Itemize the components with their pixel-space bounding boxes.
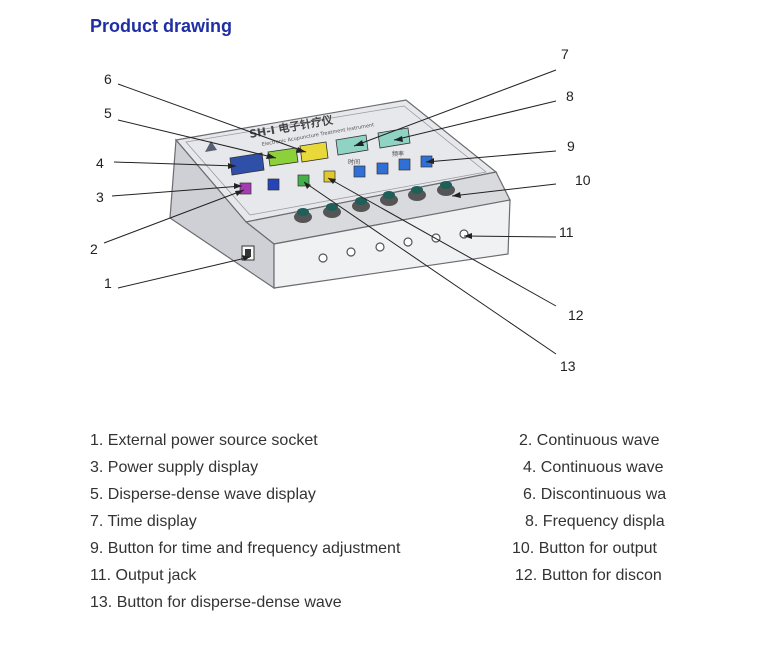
discontinuous-wave-display <box>299 141 329 163</box>
power-button[interactable] <box>239 182 252 195</box>
discontinuous-wave-button[interactable] <box>323 170 336 183</box>
time-display-label: 时间 <box>348 158 360 166</box>
output-button[interactable] <box>353 165 366 178</box>
time-display <box>335 134 369 156</box>
callout-number: 10 <box>575 172 591 188</box>
output-jack[interactable] <box>375 242 385 252</box>
leader-lines <box>103 69 557 355</box>
legend-item: 7. Time display <box>90 513 197 530</box>
page-title: Product drawing <box>90 16 233 36</box>
disperse-dense-wave-button[interactable] <box>297 174 310 187</box>
power-supply-display <box>229 152 265 176</box>
adjust-down-button[interactable] <box>398 158 411 171</box>
legend-item: 8. Frequency displa <box>525 513 665 530</box>
output-knob[interactable] <box>294 208 312 223</box>
callout-number: 8 <box>566 88 574 104</box>
output-knobs <box>294 181 455 223</box>
legend-item: 6. Discontinuous wa <box>523 486 667 503</box>
legend-item: 5. Disperse-dense wave display <box>90 486 316 503</box>
continuous-wave-button[interactable] <box>267 178 280 191</box>
callout-number: 6 <box>104 71 112 87</box>
legend-item: 12. Button for discon <box>515 567 662 584</box>
output-jack[interactable] <box>318 253 328 263</box>
legend-item: 10. Button for output <box>512 540 657 557</box>
legend-item: 13. Button for disperse-dense wave <box>90 594 342 611</box>
legend-item: 9. Button for time and frequency adjustm… <box>90 540 401 557</box>
output-knob[interactable] <box>352 197 370 212</box>
logo-icon <box>205 141 217 152</box>
callout-number: 7 <box>561 46 569 62</box>
output-jack[interactable] <box>403 237 413 247</box>
power-socket-pin <box>245 249 251 257</box>
callout-number: 12 <box>568 307 584 323</box>
output-knob[interactable] <box>323 203 341 218</box>
output-knob[interactable] <box>408 186 426 201</box>
legend-item: 3. Power supply display <box>90 459 259 476</box>
legend-item: 11. Output jack <box>90 567 197 584</box>
output-jack[interactable] <box>346 247 356 257</box>
callout-number: 5 <box>104 105 112 121</box>
output-knob[interactable] <box>380 191 398 206</box>
leader-arrowheads <box>228 136 472 261</box>
legend-item: 1. External power source socket <box>90 432 318 449</box>
callout-number: 13 <box>560 358 576 374</box>
disperse-dense-wave-display <box>267 147 299 167</box>
callout-number: 9 <box>567 138 575 154</box>
output-knob[interactable] <box>437 181 455 196</box>
legend-item: 4. Continuous wave <box>523 459 664 476</box>
callout-number: 1 <box>104 275 112 291</box>
frequency-display-label: 频率 <box>392 150 404 158</box>
legend-item: 2. Continuous wave <box>519 432 660 449</box>
callout-number: 4 <box>96 155 104 171</box>
adjust-up-button[interactable] <box>376 162 389 175</box>
callout-number: 2 <box>90 241 98 257</box>
callout-number: 11 <box>559 224 574 240</box>
callout-number: 3 <box>96 189 104 205</box>
callout-numbers: 1 2 3 4 5 6 7 8 9 10 11 12 13 <box>90 46 591 374</box>
